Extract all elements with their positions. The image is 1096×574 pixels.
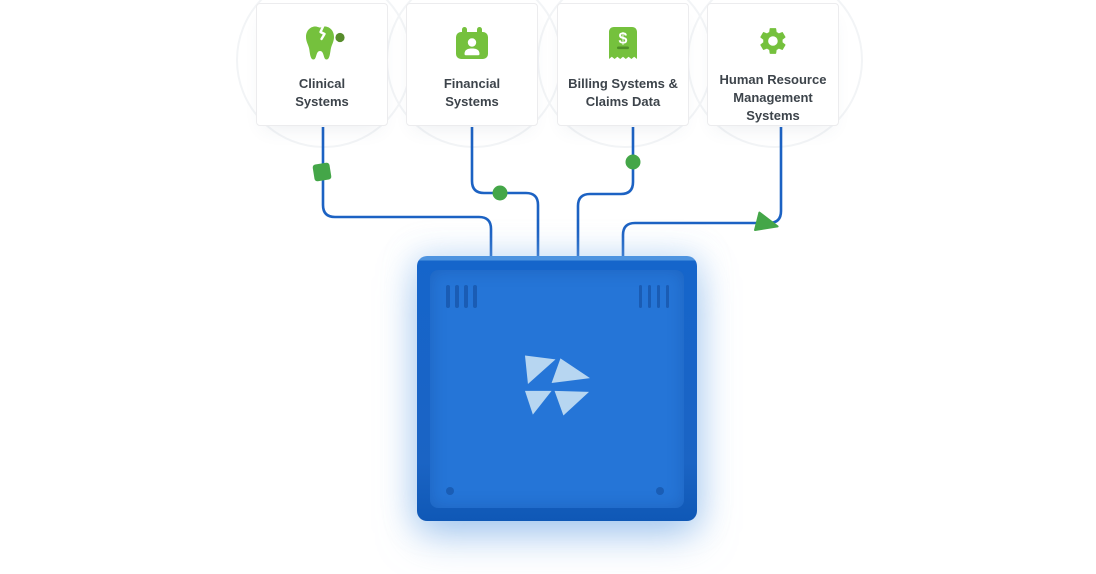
card-label-line2: Claims Data — [585, 94, 661, 109]
triangles-logo — [524, 355, 591, 416]
dollar-glyph: $ — [619, 31, 628, 48]
data-platform-box — [417, 256, 697, 521]
card-label-line1: Human Resource — [719, 72, 827, 87]
card-label: Financial Systems — [444, 75, 500, 111]
dot-marker — [492, 185, 508, 201]
screw-dot — [656, 487, 664, 495]
connector-clinical — [321, 127, 493, 257]
receipt-dollar-icon: $ — [605, 22, 641, 64]
card-label-line1: Clinical — [298, 76, 346, 91]
connector-hr — [621, 127, 783, 257]
triangle-marker — [754, 211, 779, 232]
vent-grille-left — [446, 285, 477, 308]
card-label-line1: Billing Systems & — [568, 76, 678, 91]
gear-icon — [757, 22, 789, 60]
card-label: Clinical Systems — [295, 75, 348, 111]
square-marker — [312, 162, 332, 182]
card-label: Human Resource Management Systems — [708, 71, 838, 125]
screw-dot — [446, 487, 454, 495]
card-label-line1: Financial — [443, 76, 501, 91]
card-clinical-systems: Clinical Systems — [256, 3, 388, 126]
tooth-icon — [299, 22, 345, 64]
card-billing-claims: $ Billing Systems & Claims Data — [557, 3, 689, 126]
dot-marker — [625, 154, 641, 170]
card-label-line2: Management Systems — [733, 90, 813, 123]
card-hr-systems: Human Resource Management Systems — [707, 3, 839, 126]
card-label: Billing Systems & Claims Data — [568, 75, 678, 111]
connector-billing — [576, 127, 635, 257]
platform-front-panel — [430, 270, 684, 508]
card-financial-systems: Financial Systems — [406, 3, 538, 126]
card-label-line2: Systems — [295, 94, 349, 109]
calendar-user-icon — [452, 22, 492, 64]
vent-grille-right — [638, 285, 669, 308]
card-label-line2: Systems — [445, 94, 499, 109]
